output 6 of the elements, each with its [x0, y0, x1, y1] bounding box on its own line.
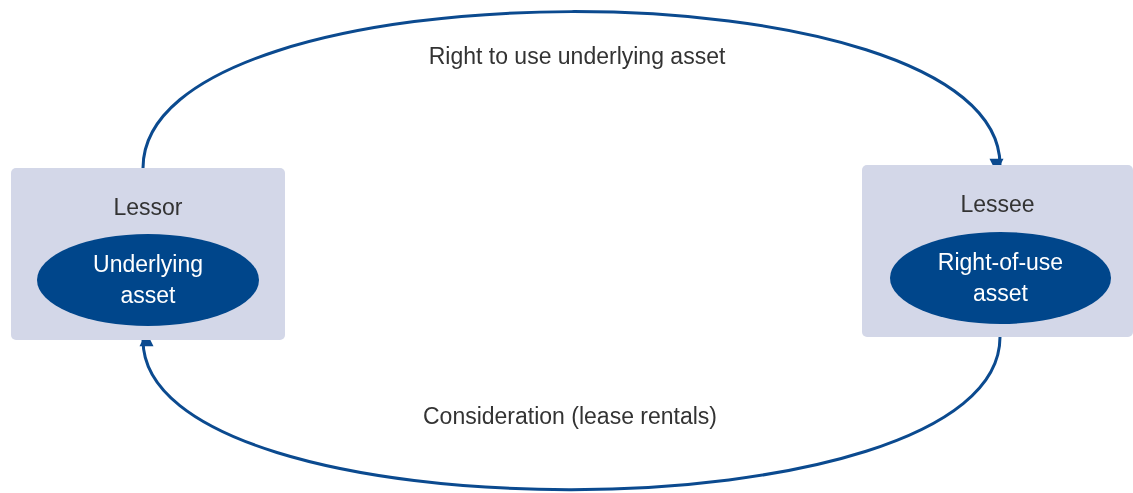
party-box — [11, 168, 285, 340]
box-title: Lessor — [113, 194, 183, 221]
asset-ellipse: Right-of-use asset — [890, 232, 1111, 324]
asset-ellipse: Underlying asset — [37, 234, 259, 326]
box-title: Lessee — [960, 191, 1035, 218]
party-box — [862, 165, 1133, 337]
